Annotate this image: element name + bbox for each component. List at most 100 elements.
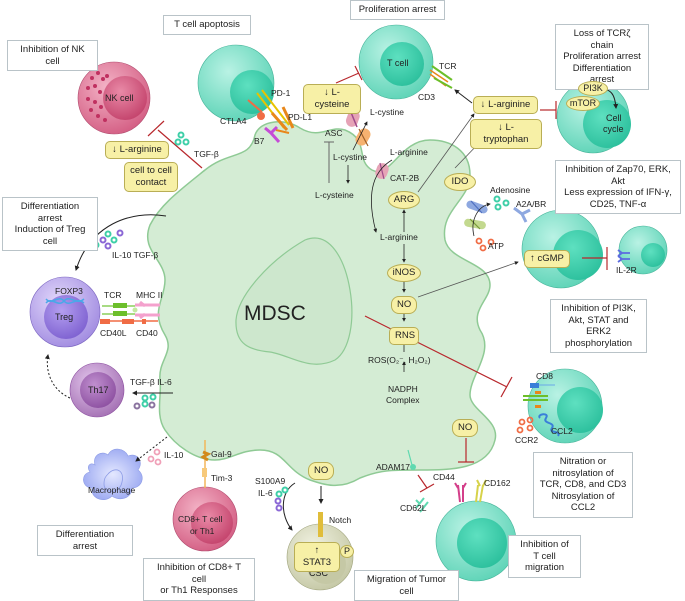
gal9-tim3 [200,440,212,488]
pill-cell-to-cell-contact: cell to cell contact [124,162,178,192]
down-arrow-icon: ↓ [324,87,329,98]
cd3-label: CD3 [418,92,435,102]
asc-label: ASC [325,128,342,138]
l-cysteine-in-label: L-cysteine [315,190,354,200]
outcome-tcr-loss: Loss of TCRζ chain Proliferation arrest … [555,24,649,90]
pill-l-arginine-right: ↓ L-arginine [473,96,538,114]
mhc2-label: MHC II [136,290,162,300]
treg-cell: Treg [29,276,101,348]
mdsc-nucleus [235,237,353,365]
cd162-label: CD162 [484,478,511,488]
arginine-import-arrow [370,159,393,233]
outcome-differentiation-arrest: Differentiation arrest [37,525,133,556]
l-cystine-transporter [355,128,371,147]
ccr2-label: CCR2 [515,435,538,445]
cytokines-nk [174,131,190,146]
cat2b-transporter [375,162,389,180]
macrophage-arrow [135,436,168,462]
outcome-differentiation-treg: Differentiation arrest Induction of Treg… [2,197,98,251]
no-right-inhibit [458,438,474,463]
cytokines-th17 [133,393,157,410]
inhibit-cell-cycle [540,101,557,119]
pill-text: L-cysteine [314,87,350,110]
tgfb-il6-label: TGF-β IL-6 [130,377,172,387]
down-arrow-icon: ↓ [480,99,486,110]
pill-text: cGMP [537,253,564,264]
cd8-cell-label-2: or Th1 [190,526,215,536]
cd44-label: CD44 [433,472,455,482]
notch-label: Notch [329,515,351,525]
nk-cell-label: NK cell [105,93,134,103]
l-arginine-out-label: L-arginine [390,147,428,157]
complex-label: Complex [386,395,420,405]
pd1-pdl1-receptors [256,89,295,134]
asc-inhibit [324,141,334,183]
t-cell-label: T cell [387,58,408,68]
tcr-treg-label: TCR [104,290,121,300]
l-cystine-out-label: L-cystine [370,107,404,117]
outcome-nk-inhibition: Inhibition of NK cell [7,40,98,71]
th17-to-treg-arrow [44,354,71,399]
treg-label: Treg [55,312,73,322]
outcome-proliferation-arrest: Proliferation arrest [350,0,445,20]
cd62l-label: CD62L [400,503,427,513]
adam17-enzyme [407,449,413,466]
inhibit-il2r [582,247,608,270]
ccl2-label: CCL2 [551,426,573,436]
treg-induction-arrow [74,214,167,271]
mdsc-label: MDSC [244,302,306,325]
adenosine-dots [493,195,510,211]
cytokines-ccr2 [516,416,534,434]
enzyme-inos: iNOS [387,264,421,282]
outcome-t-cell-apoptosis: T cell apoptosis [163,15,251,35]
b7-label: B7 [254,136,265,146]
arg-to-arginine-arrow [417,113,475,193]
ctla4-label: CTLA4 [220,116,247,126]
s100a9-arrow [282,482,296,531]
pill-stat3: ↑ STAT3 [294,542,340,572]
cd40-label: CD40 [136,328,158,338]
down-arrow-icon: ↓ [498,122,503,133]
tcr-label-top: TCR [439,61,456,71]
inhibit-nk [147,120,203,169]
enzyme-ido: IDO [444,173,476,191]
pd1-label: PD-1 [271,88,291,98]
th17-cell: Th17 [69,362,125,418]
atp-adenosine-arrow [472,202,491,237]
notch-receptor [318,512,323,537]
adam17-inhibit [417,474,435,493]
csc-label: CSC [309,568,329,578]
cd8-cell-label-1: CD8+ T cell [178,514,222,524]
t-cell-migration [415,479,517,582]
cd8-th1-cell: CD8+ T cell or Th1 [172,486,238,552]
macrophage-cell: Macrophage [83,448,143,500]
t-cell-proliferation: T cell [358,24,453,100]
outcome-nitration: Nitration or nitrosylation of TCR, CD8, … [533,452,633,518]
nk-cell: NK cell [77,61,151,135]
adam17-dot [410,464,416,470]
pill-phospho: P [340,545,354,558]
pill-no-bottom: NO [308,462,334,480]
cd40l-label: CD40L [100,328,127,338]
t-cell-nitration [523,368,603,444]
il10-label: IL-10 [164,450,184,460]
a2abr-label: A2A/BR [516,199,546,209]
outcome-t-cell-migration: Inhibition of T cell migration [508,535,581,578]
il6-label: IL-6 [258,488,273,498]
gal9-label: Gal-9 [211,449,232,459]
outcome-zap70: Inhibition of Zap70, ERK, Akt Less expre… [555,160,681,214]
enzyme-mtor: mTOR [566,96,600,111]
arginine-to-tcr-arrow [454,89,473,104]
cell-cycle-label-1: Cell [606,113,622,123]
t-cell-cgmp [513,206,603,289]
tgfb-top-label: TGF-β [194,149,219,159]
l-arginine-in-label: L-arginine [380,232,418,242]
atp-label: ATP [488,241,504,251]
outcome-pi3k: Inhibition of PI3K, Akt, STAT and ERK2 p… [550,299,647,353]
down-arrow-icon: ↓ [112,144,117,155]
adenosine-atp-transporters [464,200,488,230]
up-arrow-icon: ↑ [530,253,535,264]
pill-text: L-arginine [119,144,162,155]
pill-l-tryptophan: ↓ L-tryptophan [470,119,542,149]
pill-rns: RNS [389,327,419,345]
